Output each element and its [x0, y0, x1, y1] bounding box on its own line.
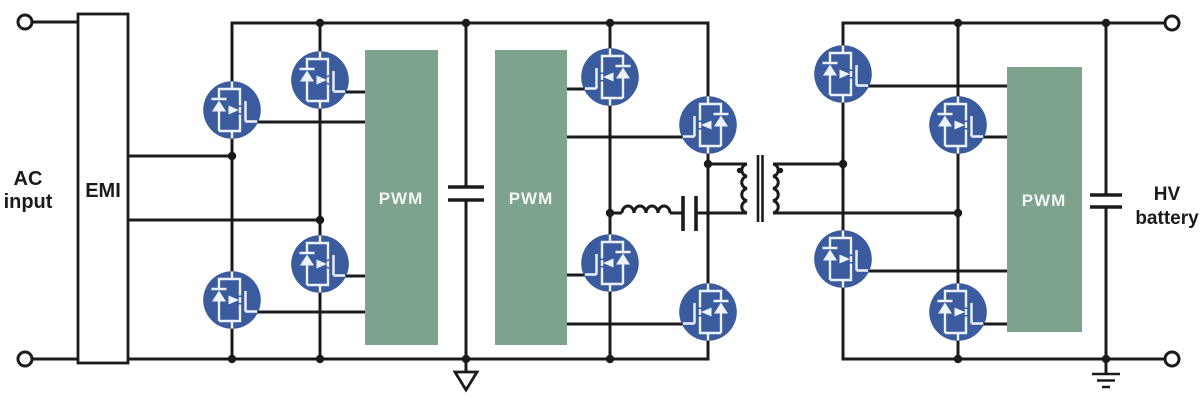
transformer-primary-winding — [740, 162, 748, 215]
bridge1-mosfet-high-right-icon — [678, 94, 738, 156]
ac-input-label-line1: AC — [14, 168, 43, 190]
transformer-core — [756, 155, 764, 222]
hv-terminal-bottom — [1163, 350, 1181, 368]
pfc-mosfet-low-b-icon — [290, 233, 350, 294]
transformer — [736, 155, 784, 222]
bridge1-mosfet-low-right-icon — [678, 282, 738, 342]
primary-phase-dot — [736, 167, 743, 174]
bridge2-mosfet-low-left-icon — [813, 228, 873, 289]
terminals — [16, 13, 1181, 368]
pwm-secondary-label: PWM — [1022, 191, 1067, 210]
bridge2-mosfet-high-right-icon — [928, 94, 988, 156]
pwm-pfc-label: PWM — [379, 189, 424, 208]
resonant-inductor — [620, 204, 672, 214]
hv-battery-label-line2: battery — [1135, 208, 1199, 229]
ac-input-label-line2: input — [4, 191, 53, 213]
bridge2-mosfet-low-right-icon — [928, 282, 988, 342]
hv-terminal-top — [1163, 14, 1181, 32]
emi-filter-box — [76, 12, 130, 365]
junction-dots — [227, 18, 1111, 364]
pwm-block-pfc — [365, 50, 438, 345]
ac-terminal-bottom — [16, 350, 34, 368]
secondary-phase-dot — [777, 167, 784, 174]
pwm-primary-label: PWM — [509, 189, 554, 208]
pfc-mosfet-high-b-icon — [290, 50, 350, 111]
bridge1-mosfet-high-left-icon — [580, 47, 640, 108]
bridge2-mosfet-high-left-icon — [813, 44, 873, 105]
bridge1-mosfet-low-left-icon — [580, 232, 640, 293]
secondary-rails-wire — [841, 21, 1165, 361]
ac-terminal-top — [16, 13, 34, 31]
resonant-capacitor — [681, 196, 698, 231]
emi-label: EMI — [85, 180, 121, 202]
dc-link-capacitor — [448, 185, 484, 202]
hv-battery-label-line1: HV — [1154, 184, 1181, 205]
pfc-mosfet-low-a-icon — [201, 270, 262, 330]
pfc-mosfet-high-a-icon — [201, 79, 262, 141]
pwm-block-secondary — [1007, 67, 1082, 332]
hv-output-capacitor — [1090, 193, 1122, 209]
pwm-block-primary — [495, 50, 567, 345]
transformer-secondary-winding — [772, 162, 780, 215]
